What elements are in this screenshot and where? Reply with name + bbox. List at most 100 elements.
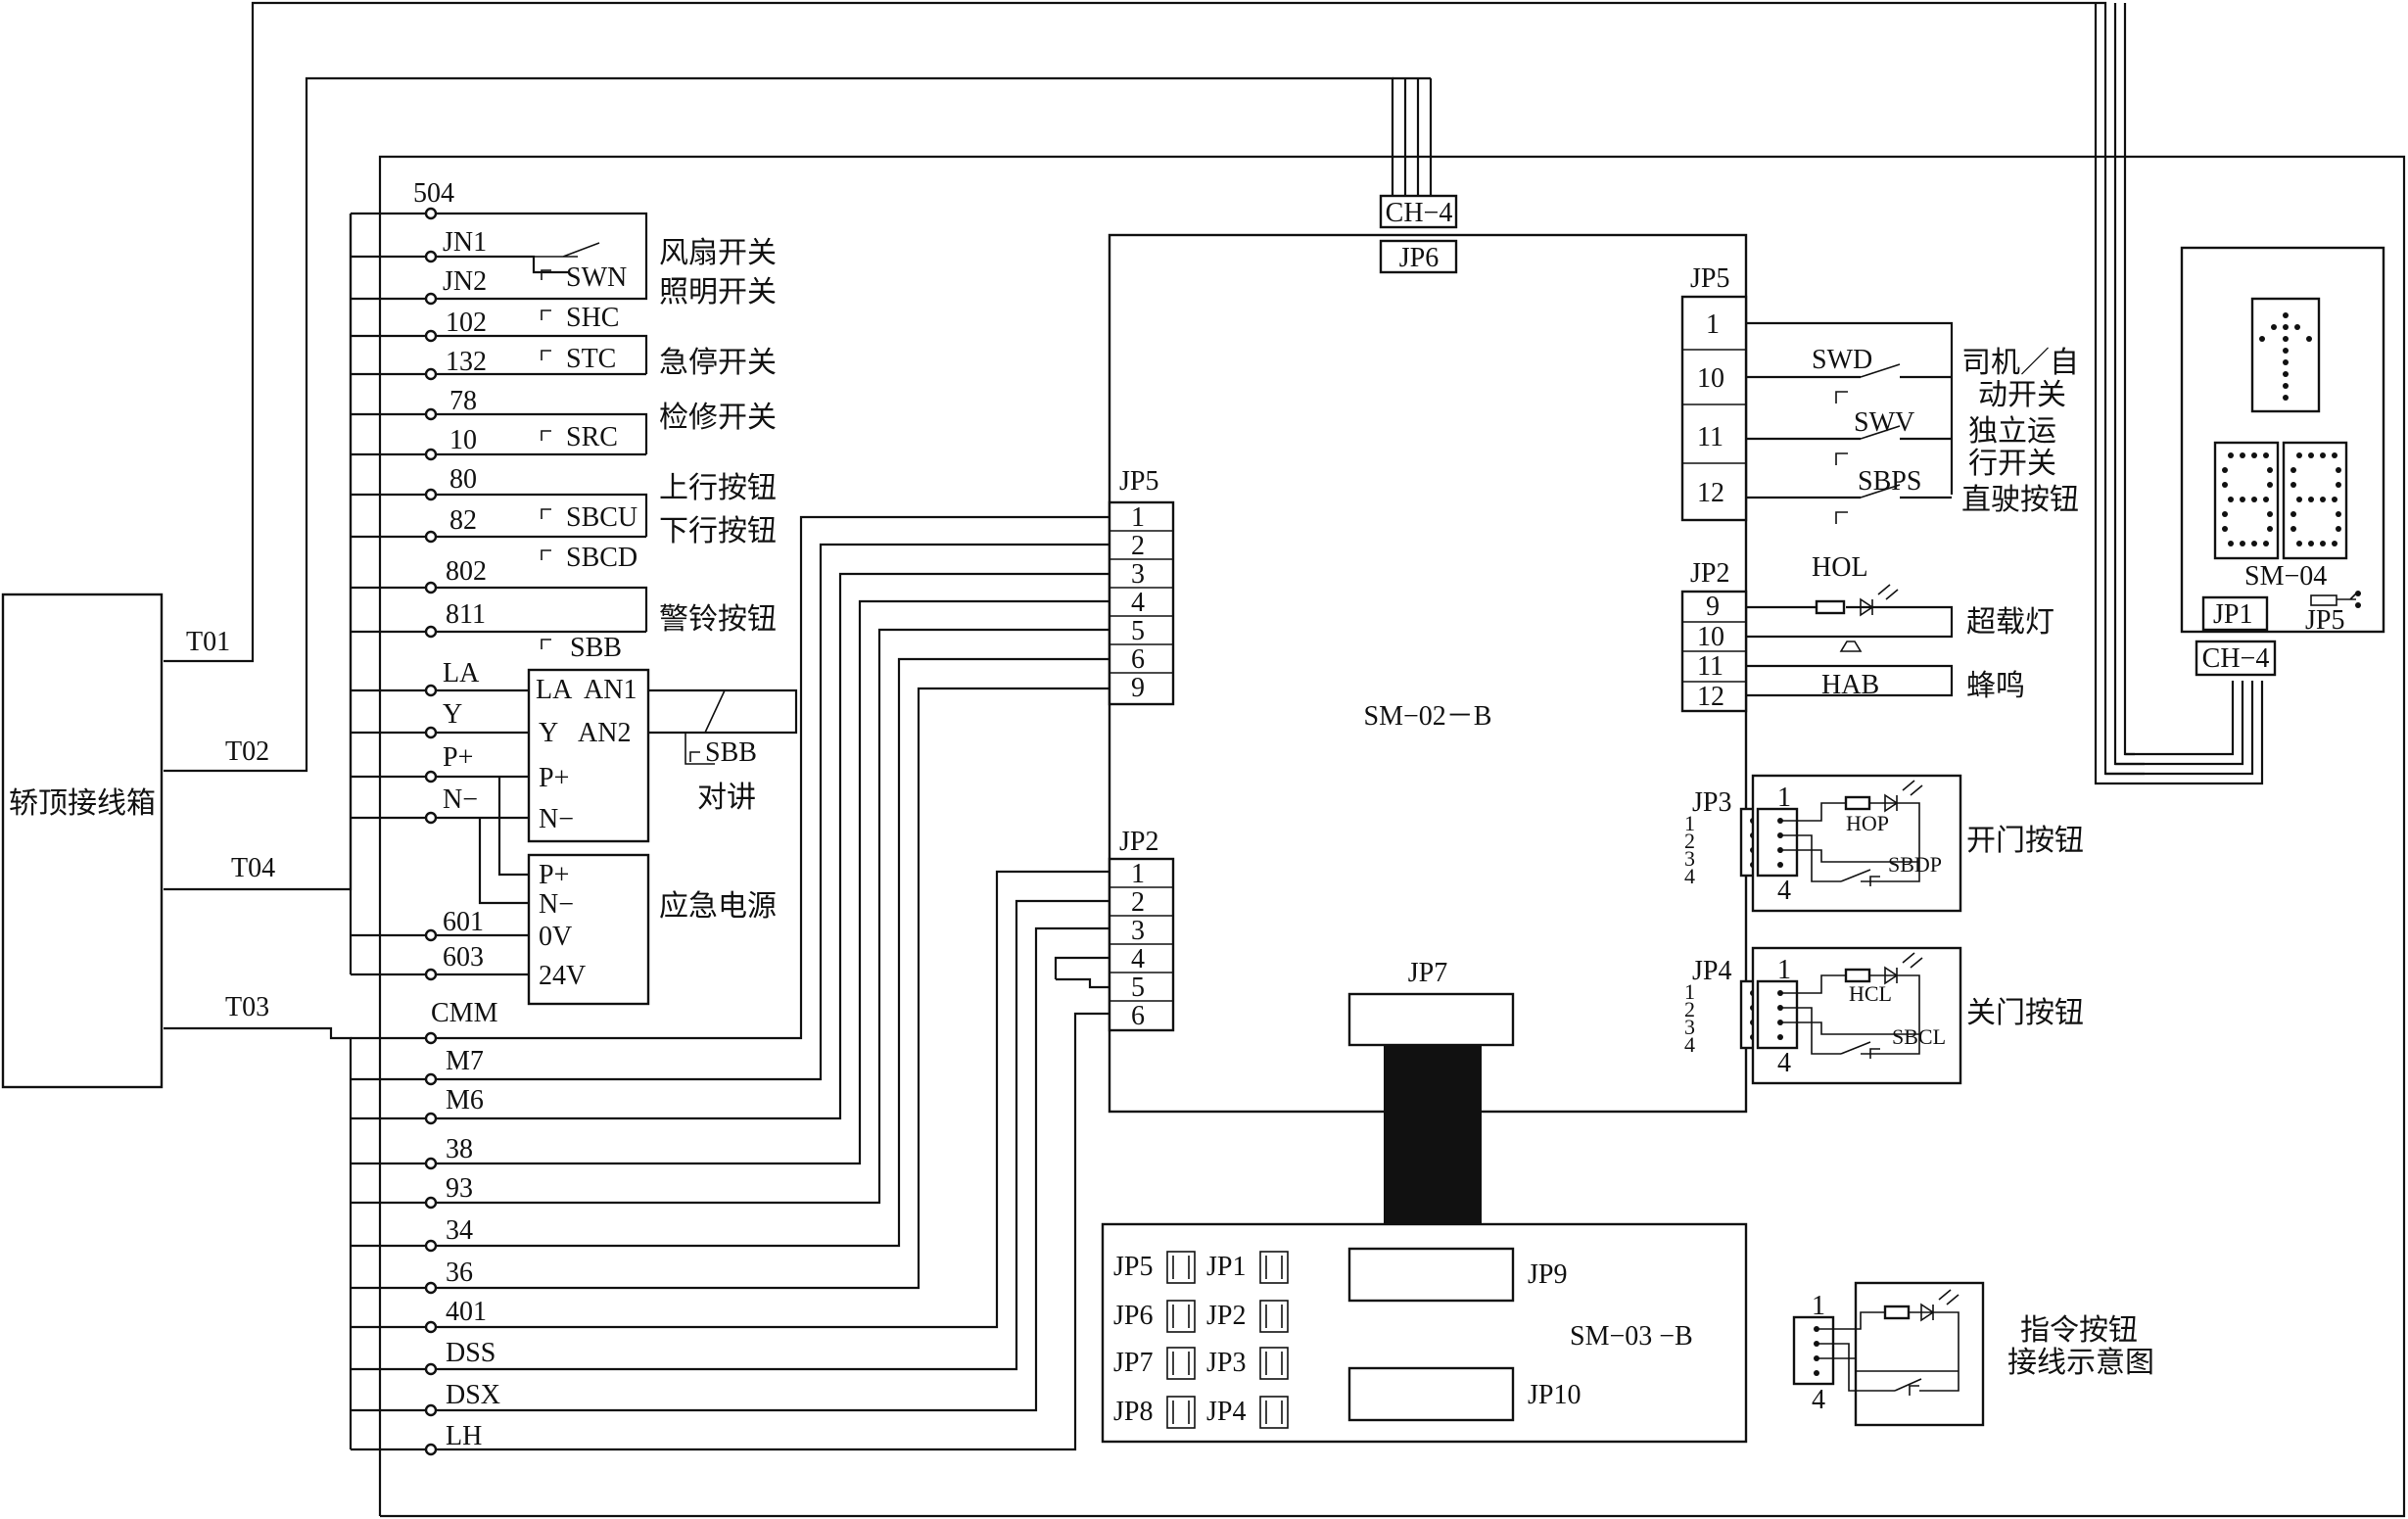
terminal-38: 38 xyxy=(446,1134,473,1164)
lower-wires xyxy=(436,515,1110,1451)
jp5-pin-2: 2 xyxy=(1131,531,1145,561)
sm03b-connector-list: JP5 JP1 JP6 JP2 JP7 JP3 JP8 JP4 xyxy=(1113,1251,1289,1429)
junction-box: 轿顶接线箱 xyxy=(1,593,164,1089)
cable-t04: T04 xyxy=(231,853,275,883)
lower-terminal-block: CMM M7 M6 38 93 34 36 401 DSS DSX LH xyxy=(351,515,1110,1456)
cable-t03: T03 xyxy=(225,992,269,1022)
sm03-jp4: JP4 xyxy=(1206,1397,1246,1427)
cable-labels: T01 T02 T04 T03 xyxy=(186,627,275,1022)
label-down-button: 下行按钮 xyxy=(659,514,777,548)
sm04-ch4: CH−4 xyxy=(2202,643,2270,674)
intercom-pin-y: Y xyxy=(539,718,558,748)
jp2-pin-3: 3 xyxy=(1131,916,1145,946)
label-up-button: 上行按钮 xyxy=(659,471,777,505)
label-open-door-button: 开门按钮 xyxy=(1966,824,2084,858)
jp2-pin-5: 5 xyxy=(1131,973,1145,1003)
legend-line-1: 指令按钮 xyxy=(2020,1313,2138,1348)
terminal-lh: LH xyxy=(446,1421,482,1451)
terminal-82: 82 xyxy=(449,505,477,536)
terminal-jn1: JN1 xyxy=(443,227,487,258)
connector-jp2-right: JP2 xyxy=(1690,558,1729,589)
terminal-132: 132 xyxy=(446,347,487,377)
jp5-right-pins: 1 10 11 12 xyxy=(1680,295,1748,522)
label-inspect-switch: 检修开关 xyxy=(659,401,777,435)
jp4-pin-3: 3 xyxy=(1684,1015,1695,1039)
emergency-pin-p: P+ xyxy=(539,860,569,890)
buzzer-hab: HAB xyxy=(1821,670,1879,700)
switch-swv: SWV xyxy=(1854,407,1914,438)
sm03-jp8: JP8 xyxy=(1113,1397,1153,1427)
terminal-36: 36 xyxy=(446,1258,473,1288)
connector-ch4-top: CH−4 xyxy=(1386,198,1453,228)
terminal-601: 601 xyxy=(443,907,484,937)
connector-jp4: JP4 xyxy=(1692,956,1731,986)
jp5-pin-5: 5 xyxy=(1131,616,1145,646)
jp2r-pin-11: 11 xyxy=(1697,651,1723,682)
lamp-hol: HOL xyxy=(1812,552,1868,583)
terminal-cmm: CMM xyxy=(431,998,498,1028)
terminal-504: 504 xyxy=(413,178,454,209)
jp2-pin-6: 6 xyxy=(1131,1001,1145,1031)
sm03-jp1: JP1 xyxy=(1206,1252,1246,1282)
lamp-hcl: HCL xyxy=(1849,981,1892,1006)
sm03-jp5: JP5 xyxy=(1113,1252,1153,1282)
label-alarm-button: 警铃按钮 xyxy=(659,602,777,637)
label-direct-button: 直驶按钮 xyxy=(1961,483,2079,517)
intercom-pin-p: P+ xyxy=(539,763,569,793)
jp3-end-1: 1 xyxy=(1777,783,1791,813)
junction-box-label: 轿顶接线箱 xyxy=(9,786,156,821)
label-independent-2: 行开关 xyxy=(1968,447,2056,481)
legend-pin-1: 1 xyxy=(1812,1291,1825,1321)
switch-shc: SHC xyxy=(566,303,619,333)
terminal-78: 78 xyxy=(449,386,477,416)
terminal-dss: DSS xyxy=(446,1338,496,1368)
jp3-pin-4: 4 xyxy=(1684,864,1695,888)
jp2-right-pins: 9 10 11 12 xyxy=(1680,590,1748,713)
sm03b-label: SM−03 −B xyxy=(1570,1321,1693,1352)
sm04-label: SM−04 xyxy=(2244,561,2327,592)
label-light-switch: 照明开关 xyxy=(659,275,777,309)
upper-terminal-block: 504 JN1 JN2 102 132 78 10 80 82 802 811 … xyxy=(349,178,487,981)
sm04-display-board: SM−04 JP1 JP5 CH−4 xyxy=(2180,246,2385,677)
switch-symbols xyxy=(534,242,600,649)
switch-sbcu: SBCU xyxy=(566,502,637,533)
switch-sbcd: SBCD xyxy=(566,543,637,573)
sm03b-board: JP9 JP10 SM−03 −B JP5 JP1 JP6 JP2 JP7 JP… xyxy=(1101,1222,1748,1444)
jp2-pin-2: 2 xyxy=(1131,887,1145,918)
connector-jp9: JP9 xyxy=(1528,1259,1567,1290)
terminal-80: 80 xyxy=(449,464,477,495)
legend-pin-4: 4 xyxy=(1812,1385,1825,1415)
jp4-end-1: 1 xyxy=(1777,955,1791,985)
label-close-door-button: 关门按钮 xyxy=(1966,996,2084,1030)
terminal-jn2: JN2 xyxy=(443,266,487,297)
label-independent-1: 独立运 xyxy=(1968,414,2056,449)
ribbon-cable xyxy=(1384,1045,1482,1249)
intercom-pin-la: LA xyxy=(536,675,573,705)
terminal-102: 102 xyxy=(446,308,487,338)
terminal-811: 811 xyxy=(446,599,486,630)
sm03-jp3: JP3 xyxy=(1206,1348,1246,1378)
connector-jp5-right: JP5 xyxy=(1690,263,1729,294)
jp5-left-pins: 1 2 3 4 5 6 9 xyxy=(1108,500,1175,706)
terminal-34: 34 xyxy=(446,1215,473,1246)
sm03-jp7: JP7 xyxy=(1113,1348,1153,1378)
sm04-jp5: JP5 xyxy=(2305,605,2344,636)
terminal-la: LA xyxy=(443,658,480,688)
jp5-pin-4: 4 xyxy=(1131,588,1145,618)
jp5-pin-9: 9 xyxy=(1131,673,1145,703)
switch-swd: SWD xyxy=(1812,345,1872,375)
switch-stc: STC xyxy=(566,344,616,374)
emergency-pin-0v: 0V xyxy=(539,922,572,952)
label-driver-auto-2: 动开关 xyxy=(1978,378,2066,412)
terminal-m7: M7 xyxy=(446,1046,484,1076)
jp5-pin-3: 3 xyxy=(1131,559,1145,590)
terminal-y: Y xyxy=(443,699,462,730)
emergency-power-module: P+ N− 0V 24V 应急电源 xyxy=(436,777,777,1006)
jp2-pin-1: 1 xyxy=(1131,859,1145,889)
terminal-dots xyxy=(424,207,438,981)
command-button-legend: 1 4 指令按钮 接线示意图 xyxy=(1792,1281,2154,1427)
intercom-pin-an2: AN2 xyxy=(578,718,631,748)
connector-jp5-left: JP5 xyxy=(1119,466,1158,497)
jp5-pin-6: 6 xyxy=(1131,644,1145,675)
